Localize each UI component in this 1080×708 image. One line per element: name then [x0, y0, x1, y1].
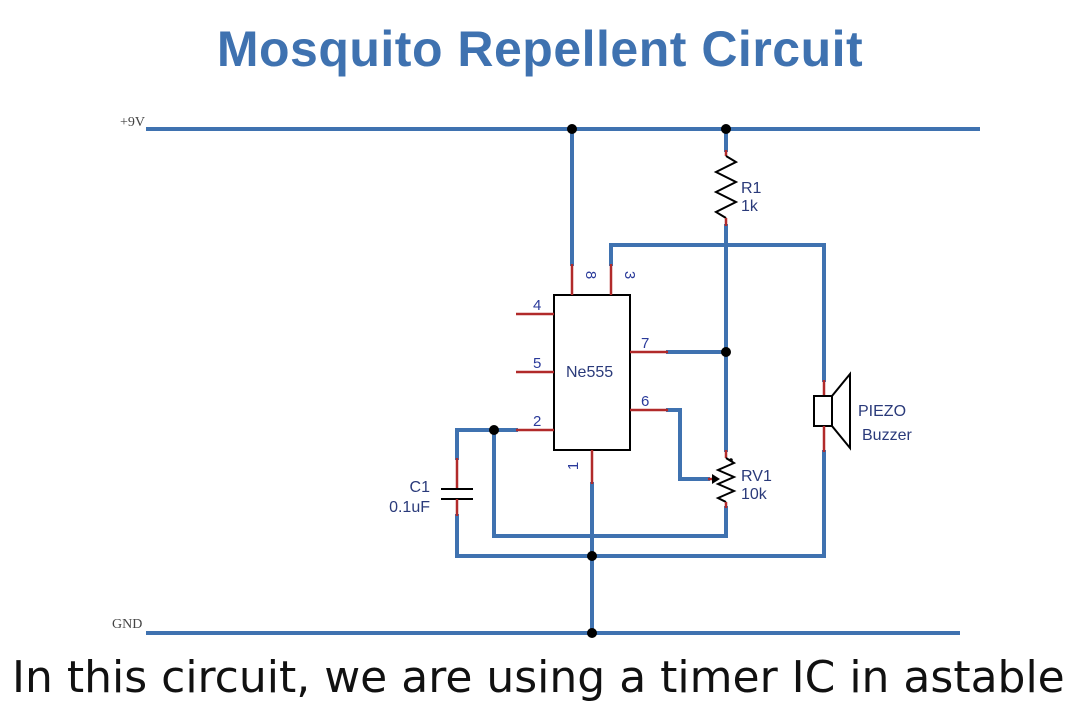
- pin-8-number: 8: [582, 271, 599, 279]
- buzzer-label-line2: Buzzer: [862, 427, 912, 444]
- rv1-value: 10k: [741, 486, 768, 503]
- vcc-label: +9V: [120, 115, 145, 130]
- rv1-wiper-arrow: [712, 474, 720, 484]
- pin-6-number: 6: [641, 393, 649, 410]
- r1-value: 1k: [741, 198, 759, 215]
- pin-5-number: 5: [533, 355, 541, 372]
- c1-ref: C1: [410, 479, 431, 496]
- junction-gnd: [587, 628, 597, 638]
- junction-return: [587, 551, 597, 561]
- circuit-schematic: +9V GND Ne555 8 3 4 5 2 7 6 1 R1 1k RV1: [112, 115, 980, 638]
- wire-pin2-c1: [455, 428, 518, 460]
- rv1-ref: RV1: [741, 468, 772, 485]
- wire-pin6-wiper: [666, 408, 710, 481]
- rv1-pin-dot: [729, 458, 733, 462]
- page-title: Mosquito Repellent Circuit: [216, 21, 864, 77]
- r1-ref: R1: [741, 180, 762, 197]
- caption-text: In this circuit, we are using a timer IC…: [12, 652, 1065, 703]
- gnd-label: GND: [112, 617, 142, 632]
- r1-resistor: [713, 155, 739, 219]
- pin-7-number: 7: [641, 335, 649, 352]
- junction-pin7: [721, 347, 731, 357]
- wire-pin3-buzzer: [609, 243, 826, 382]
- c1-value: 0.1uF: [389, 499, 430, 516]
- junction-vcc-pin8: [567, 124, 577, 134]
- pin-1-number: 1: [565, 462, 582, 470]
- buzzer-label-line1: PIEZO: [858, 403, 906, 420]
- ic-555-label: Ne555: [566, 364, 613, 381]
- wire-rv1-bottom: [492, 428, 728, 538]
- rv1-potentiometer: [715, 457, 737, 503]
- buzzer-cone: [831, 371, 851, 451]
- pin-4-number: 4: [533, 297, 541, 314]
- junction-pin2: [489, 425, 499, 435]
- buzzer-body: [813, 395, 833, 427]
- wire-buzzer-return: [455, 450, 826, 558]
- junction-vcc-r1: [721, 124, 731, 134]
- pin-3-number: 3: [621, 271, 638, 279]
- pin-2-number: 2: [533, 413, 541, 430]
